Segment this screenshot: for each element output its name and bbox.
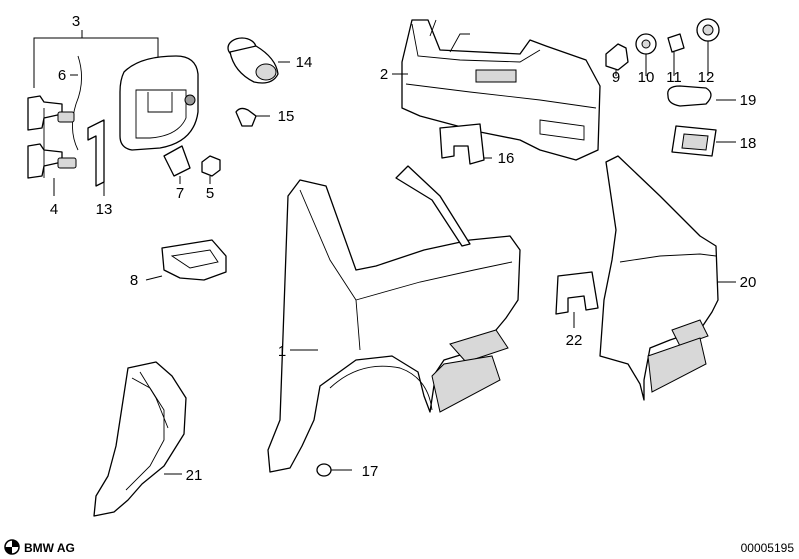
bracket-16	[439, 123, 485, 165]
panel20-lower-skirt	[647, 337, 707, 393]
gasket-13	[87, 119, 105, 187]
label-2: 2	[380, 66, 388, 83]
flap-hinge-mount	[147, 92, 173, 113]
arch-inner-rib	[125, 377, 165, 491]
panel-cutout	[475, 69, 517, 83]
panel-rib-top	[411, 23, 541, 63]
panel-rib-mid	[405, 83, 597, 109]
label-14: 14	[296, 54, 313, 71]
label-12: 12	[698, 69, 715, 86]
label-13: 13	[96, 201, 113, 218]
rear-panel-2	[392, 19, 601, 161]
grommet-19	[667, 85, 712, 107]
leader-3	[33, 37, 159, 88]
diagram-number: 00005195	[741, 541, 795, 555]
rubber-buffer-7	[163, 145, 191, 177]
arch-outer	[93, 361, 187, 517]
screw-11	[667, 33, 685, 53]
clip-15	[235, 107, 257, 127]
panel-lower-skirt	[431, 355, 501, 413]
flap-inner	[135, 89, 187, 139]
label-1: 1	[278, 343, 286, 360]
hinge-spring	[72, 55, 82, 151]
label-22: 22	[566, 332, 583, 349]
stud-lower	[57, 157, 77, 169]
panel-lamp-cutout	[449, 329, 509, 363]
label-11: 11	[666, 69, 682, 86]
fuel-filler-flap	[119, 55, 199, 151]
vent-18-grille	[681, 133, 709, 151]
fastener-set	[605, 18, 720, 76]
label-17: 17	[362, 463, 379, 480]
panel-pocket	[539, 119, 585, 141]
label-4: 4	[50, 201, 58, 218]
panel-character-line	[355, 261, 513, 301]
hinge-bracket-lower	[27, 143, 63, 179]
washer-10-hole	[641, 39, 651, 49]
label-19: 19	[740, 92, 757, 109]
panel-c-pillar	[395, 165, 471, 247]
panel-body	[267, 179, 521, 473]
flap-outer	[119, 55, 199, 151]
panel-wheel-arch	[329, 365, 433, 411]
leader-8	[145, 275, 163, 281]
grommet-14	[227, 37, 290, 84]
panel20-character-line	[619, 253, 717, 263]
label-6: 6	[58, 67, 66, 84]
brand-text: BMW AG	[24, 541, 75, 555]
label-21: 21	[186, 467, 203, 484]
arch-rib-2	[139, 371, 169, 429]
label-18: 18	[740, 135, 757, 152]
label-10: 10	[638, 69, 655, 86]
side-panel-1	[267, 165, 521, 473]
side-panel-20	[599, 155, 736, 401]
nut-5	[201, 155, 221, 177]
panel-edge-front	[299, 189, 361, 351]
cap-12-center	[702, 24, 714, 36]
plug-17	[316, 463, 332, 477]
label-3: 3	[72, 13, 80, 30]
bmw-logo	[4, 539, 20, 555]
flap-latch	[184, 94, 196, 106]
grommet-opening	[255, 63, 277, 81]
panel-outline	[401, 19, 601, 161]
label-8: 8	[130, 272, 138, 289]
hinge-bracket-group	[27, 30, 159, 196]
label-20: 20	[740, 274, 757, 291]
label-7: 7	[176, 185, 184, 202]
bracket-8-fold	[170, 249, 219, 269]
plug-9	[605, 43, 629, 71]
panel20-body	[599, 155, 719, 401]
label-16: 16	[498, 150, 515, 167]
label-15: 15	[278, 108, 295, 125]
hinge-bracket-upper	[27, 95, 63, 131]
label-5: 5	[206, 185, 214, 202]
panel-tabs	[429, 19, 470, 53]
stud-upper	[57, 111, 75, 123]
panel20-lamp-cutout	[671, 319, 709, 347]
label-9: 9	[612, 69, 620, 86]
bracket-22	[555, 271, 599, 315]
wheel-arch-21	[93, 361, 187, 517]
